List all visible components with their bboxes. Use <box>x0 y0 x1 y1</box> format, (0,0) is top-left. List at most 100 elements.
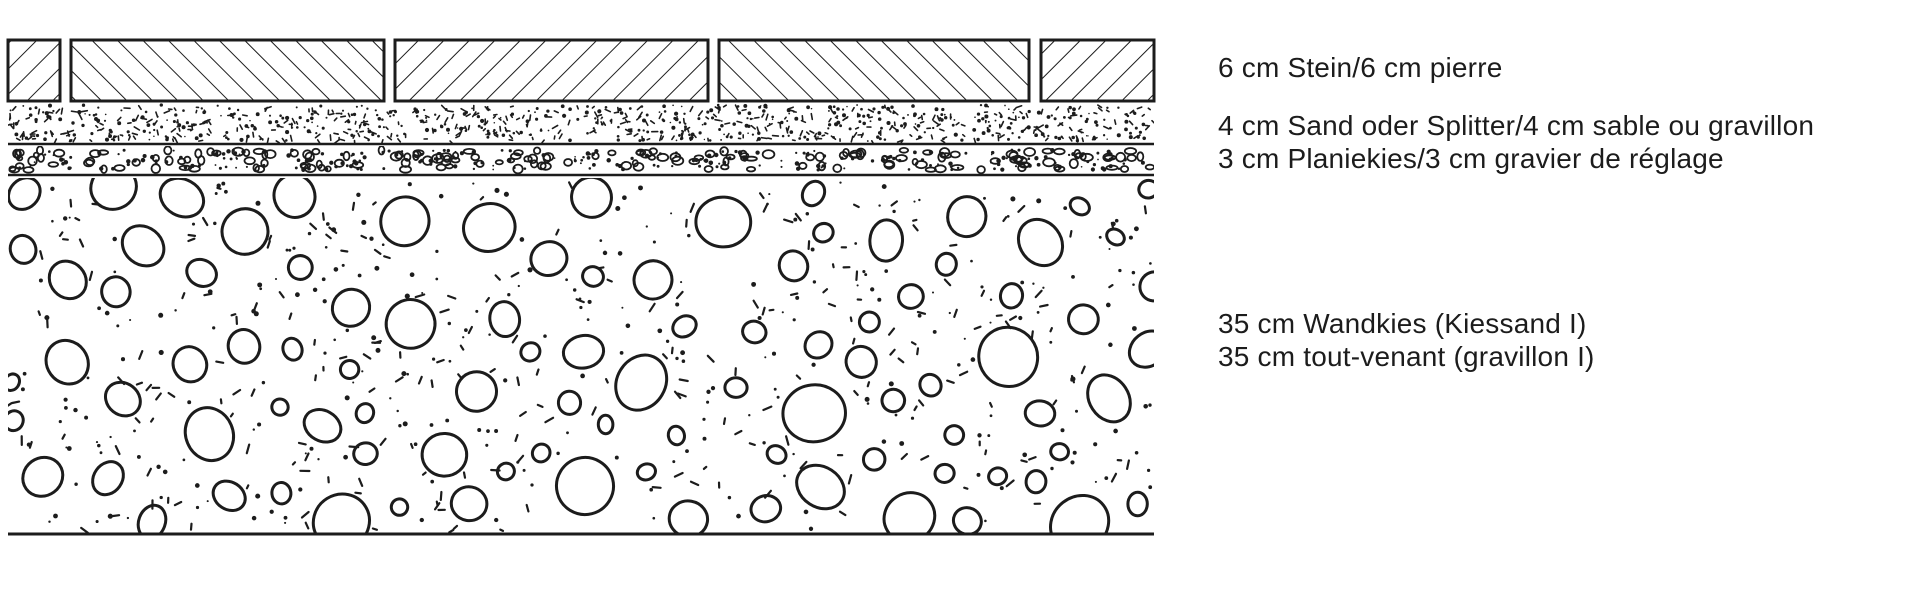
gravel-grain <box>444 163 454 170</box>
sand-grain <box>381 118 384 121</box>
gravel-speck <box>722 417 727 425</box>
gravel-grain <box>433 157 437 161</box>
pebble <box>666 424 686 447</box>
gravel-grain <box>252 163 260 173</box>
sand-grain <box>433 128 437 133</box>
gravel-speck <box>1104 476 1109 480</box>
sand-grain <box>766 122 773 127</box>
gravel-speck <box>372 201 377 206</box>
gravel-grain <box>1080 165 1083 168</box>
sand-grain <box>792 110 795 113</box>
gravel-speck <box>212 326 216 330</box>
sand-grain <box>244 124 249 128</box>
sand-grain <box>144 110 148 114</box>
sand-grain <box>268 114 272 117</box>
gravel-speck <box>999 486 1004 491</box>
stone-layer <box>6 38 1156 103</box>
sand-grain <box>1105 109 1110 113</box>
gravel-speck <box>368 387 376 393</box>
sand-grain <box>913 126 919 132</box>
sand-grain <box>635 115 642 121</box>
gravel-grain <box>442 148 446 152</box>
sand-grain <box>131 118 136 123</box>
sand-grain <box>752 118 754 120</box>
sand-grain <box>734 104 739 111</box>
sand-grain <box>736 105 740 108</box>
gravel-speck <box>150 417 155 423</box>
gravel-grain <box>674 151 678 155</box>
sand-grain <box>163 110 171 114</box>
gravel-speck <box>1028 456 1037 461</box>
gravel-speck <box>1020 280 1025 285</box>
sand-grain <box>71 121 75 125</box>
gravel-speck <box>374 265 380 271</box>
sand-grain <box>660 135 665 141</box>
sand-grain <box>446 127 450 132</box>
gravel-grain <box>738 149 748 159</box>
sand-grain <box>1015 105 1023 109</box>
gravel-speck <box>1022 452 1028 458</box>
gravel-grain <box>594 148 599 154</box>
sand-grain <box>717 109 721 114</box>
sand-grain <box>999 115 1003 119</box>
gravel-grain <box>382 167 386 171</box>
gravel-grain <box>311 147 321 156</box>
gravel-speck <box>514 433 519 442</box>
sand-grain <box>994 119 997 122</box>
sand-grain <box>940 118 944 122</box>
gravel-grain <box>989 157 1001 165</box>
sand-grain <box>181 125 186 130</box>
sand-grain <box>889 125 894 131</box>
gravel-speck <box>129 318 132 322</box>
sand-grain <box>311 121 313 124</box>
sand-grain <box>295 106 298 109</box>
gravel-speck <box>810 247 815 252</box>
sand-grain <box>787 106 795 110</box>
sand-grain <box>955 121 960 126</box>
gravel-speck <box>602 250 608 256</box>
gravel-grain <box>606 158 611 163</box>
gravel-speck <box>379 437 387 446</box>
gravel-speck <box>111 514 121 518</box>
sand-grain <box>960 138 964 142</box>
sand-grain <box>827 109 830 112</box>
pebble <box>455 370 498 413</box>
gravel-speck <box>259 287 263 291</box>
gravel-speck <box>897 357 905 364</box>
sand-grain <box>177 123 182 128</box>
sand-grain <box>58 117 63 122</box>
sand-grain <box>729 135 733 139</box>
gravel-speck <box>678 378 689 383</box>
pebble <box>8 178 42 211</box>
sand-grain <box>705 116 710 120</box>
gravel-speck <box>1146 468 1151 473</box>
gravel-speck <box>120 357 126 362</box>
gravel-speck <box>421 291 424 295</box>
gravel-grain <box>527 153 538 165</box>
gravel-speck <box>53 513 58 519</box>
gravel-grain <box>126 162 130 167</box>
sand-grain <box>88 113 91 116</box>
gravel-grain <box>1106 149 1111 154</box>
sand-grain <box>132 135 137 140</box>
pebble <box>185 257 218 288</box>
sand-grain <box>624 118 629 124</box>
gravel-grain <box>356 167 360 171</box>
gravel-speck <box>910 341 917 346</box>
sand-grain <box>95 124 99 129</box>
sand-grain <box>576 105 580 110</box>
gravel-speck <box>266 240 271 249</box>
pebble <box>530 442 552 464</box>
sand-grain <box>238 117 242 121</box>
gravel-speck <box>649 487 654 492</box>
sand-grain <box>253 125 256 128</box>
sand-grain <box>170 127 177 133</box>
sand-grain <box>998 111 1003 116</box>
gravel-speck <box>410 442 414 449</box>
gravel-speck <box>866 402 870 405</box>
sand-grain <box>789 130 794 134</box>
gravel-speck <box>1132 326 1137 331</box>
sand-grain <box>512 131 516 135</box>
gravel-speck <box>467 325 473 335</box>
sand-grain <box>622 116 627 120</box>
